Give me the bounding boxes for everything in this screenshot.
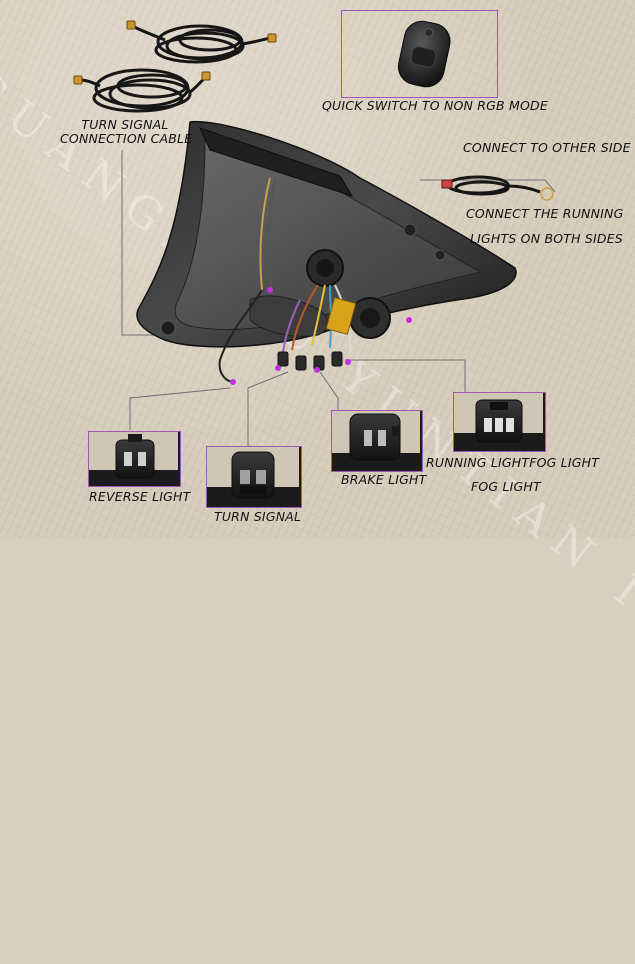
running-fog-connector-icon xyxy=(475,399,523,443)
remote-frame xyxy=(341,10,498,98)
running-fog-light-label: RUNNING LIGHTFOG LIGHT xyxy=(426,455,600,470)
coiled-cable-top-plugs xyxy=(126,20,277,43)
pointer-markers xyxy=(230,287,412,385)
connect-running-label-line2: LIGHTS ON BOTH SIDES xyxy=(470,231,623,246)
quick-switch-label: QUICK SWITCH TO NON RGB MODE xyxy=(322,98,548,113)
turn-signal-cable-label-line1: TURN SIGNAL xyxy=(81,117,169,132)
turn-connector-icon xyxy=(231,451,275,499)
tail-lamp-housing xyxy=(136,120,517,348)
coiled-cable-top xyxy=(131,24,271,64)
connect-other-side-label: CONNECT TO OTHER SIDE xyxy=(463,140,631,155)
diagram-drawing xyxy=(73,20,556,446)
resistor-block xyxy=(325,297,357,335)
remote-icon xyxy=(397,20,451,88)
remote-drawing xyxy=(397,20,451,88)
connector-details xyxy=(89,393,543,499)
harness-plugs xyxy=(277,351,343,371)
reverse-connector-icon xyxy=(115,434,155,479)
fog-light-label: FOG LIGHT xyxy=(471,479,541,494)
turn-signal-cable-label-line2: CONNECTION CABLE xyxy=(60,131,193,146)
turn-signal-label: TURN SIGNAL xyxy=(214,509,302,524)
reverse-light-label: REVERSE LIGHT xyxy=(89,489,191,504)
brake-light-label: BRAKE LIGHT xyxy=(341,472,427,487)
connect-running-label-line1: CONNECT THE RUNNING xyxy=(466,206,624,221)
brake-connector-icon xyxy=(349,413,401,461)
